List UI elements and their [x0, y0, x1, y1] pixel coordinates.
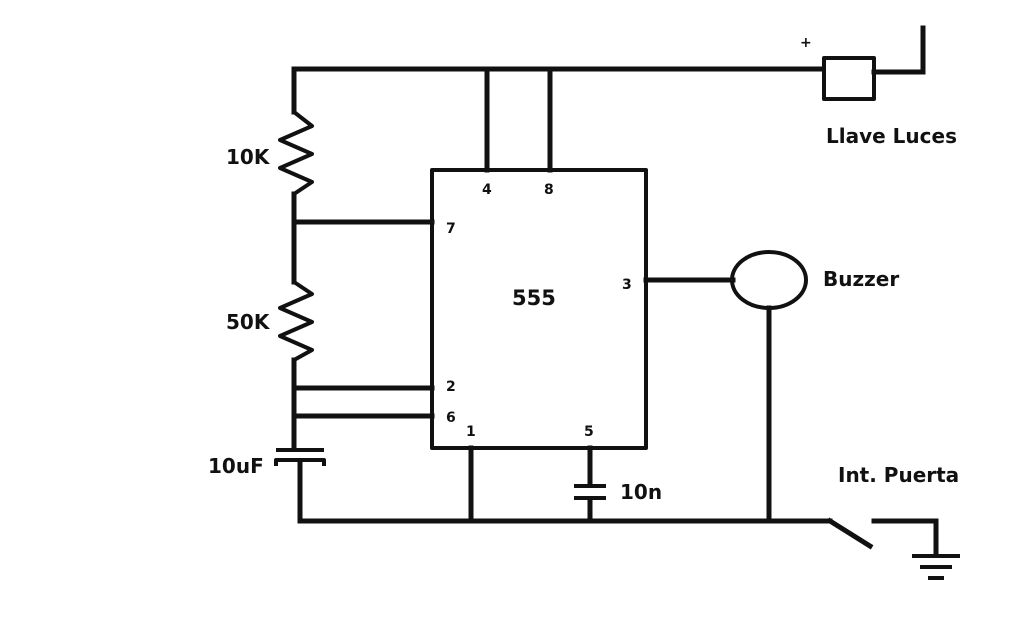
buzzer	[730, 250, 808, 310]
key-switch	[822, 56, 876, 101]
ic-label: 555	[512, 286, 556, 310]
label-cap1: 10uF	[208, 454, 264, 478]
label-r1: 10K	[226, 145, 271, 169]
pin-8-label: 8	[544, 182, 554, 198]
pin-5-label: 5	[584, 424, 594, 440]
pin-7-label: 7	[446, 221, 456, 237]
pin-6-label: 6	[446, 410, 456, 426]
ic-555-body	[430, 168, 648, 450]
label-cap2: 10n	[620, 480, 662, 504]
key-switch-lead	[871, 25, 926, 75]
resistor-10k	[278, 110, 314, 196]
door-switch-contact	[871, 518, 939, 556]
label-plus: +	[800, 35, 812, 51]
pin-2-label: 2	[446, 379, 456, 395]
label-buzzer: Buzzer	[823, 267, 899, 291]
pin-4-label: 4	[482, 182, 492, 198]
resistor-50k	[278, 280, 314, 362]
pin-3-label: 3	[622, 277, 632, 293]
label-r2: 50K	[226, 310, 271, 334]
pin-1-label: 1	[466, 424, 476, 440]
label-key-switch: Llave Luces	[826, 124, 957, 148]
label-door-switch: Int. Puerta	[838, 463, 959, 487]
door-switch-blade	[826, 517, 874, 550]
